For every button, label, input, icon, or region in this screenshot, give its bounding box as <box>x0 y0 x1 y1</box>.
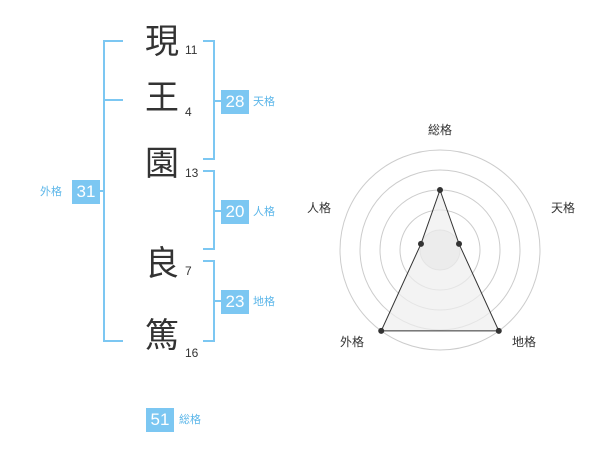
gaikaku-value: 31 <box>72 180 100 204</box>
radar-point-soukaku <box>437 187 443 193</box>
chikaku-value: 23 <box>221 290 249 314</box>
jinkaku-label: 人格 <box>253 205 275 218</box>
jinkaku-value: 20 <box>221 200 249 224</box>
stroke-count-5: 16 <box>185 346 199 360</box>
tenkaku-value: 28 <box>221 90 249 114</box>
radar-points <box>378 187 502 334</box>
name-char-5: 篤 <box>145 316 179 356</box>
radar-label-chikaku: 地格 <box>512 334 536 349</box>
radar-point-gaikaku <box>378 327 385 334</box>
radar-ring-5 <box>339 149 541 351</box>
name-char-3: 園 <box>145 144 179 184</box>
soukaku-value: 51 <box>146 408 174 432</box>
stroke-count-3: 13 <box>185 166 199 180</box>
radar-label-tenkaku: 天格 <box>551 200 575 215</box>
stroke-count-4: 7 <box>185 264 192 278</box>
tenkaku-label: 天格 <box>253 95 275 108</box>
radar-point-tenkaku <box>456 240 463 247</box>
stroke-count-1: 11 <box>185 43 198 57</box>
gaikaku-label: 外格 <box>40 185 62 198</box>
name-char-4: 良 <box>145 244 179 284</box>
gaikaku-bracket <box>103 40 123 342</box>
radar-label-gaikaku: 外格 <box>340 334 364 349</box>
chikaku-connector <box>214 300 222 302</box>
name-char-2: 王 <box>145 78 179 118</box>
stroke-count-2: 4 <box>185 105 192 119</box>
radar-label-jinkaku: 人格 <box>307 200 331 215</box>
radar-point-jinkaku <box>417 240 424 247</box>
chikaku-label: 地格 <box>253 295 275 308</box>
jinkaku-connector <box>214 210 222 212</box>
radar-label-soukaku: 総格 <box>428 122 452 137</box>
name-char-1: 現 <box>145 22 179 62</box>
gaikaku-bracket-divider <box>105 99 123 101</box>
soukaku-label: 総格 <box>179 413 201 426</box>
tenkaku-connector <box>214 100 222 102</box>
radar-point-chikaku <box>495 327 502 334</box>
radar-polygon <box>380 188 500 332</box>
